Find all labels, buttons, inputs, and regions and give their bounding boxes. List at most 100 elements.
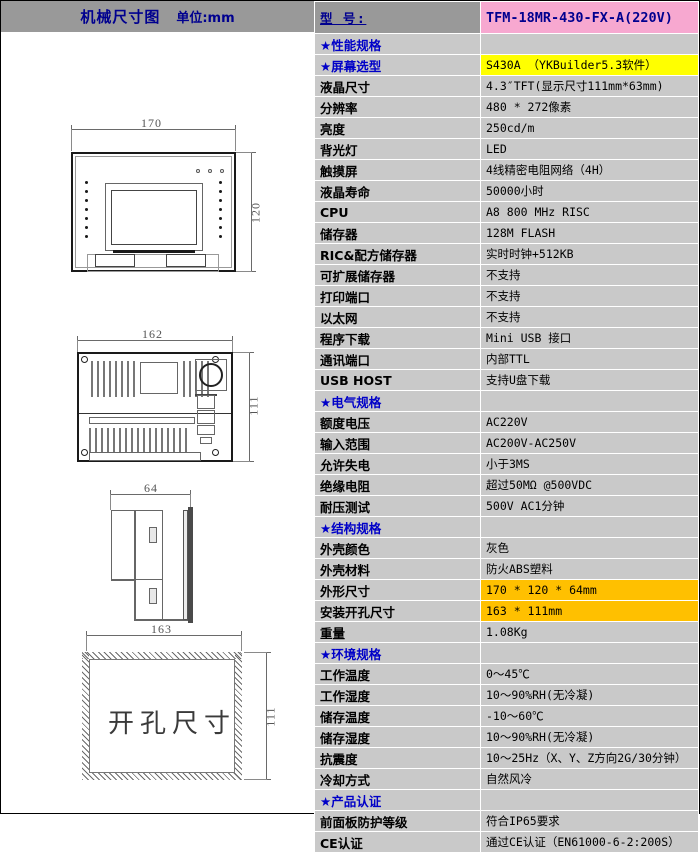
front-width-dimension: 170 xyxy=(141,116,162,130)
model-label: 型 号: xyxy=(314,1,481,34)
spec-row: 允许失电小于3MS xyxy=(314,453,699,475)
spec-value xyxy=(480,33,699,55)
spec-key: 外形尺寸 xyxy=(314,579,481,601)
spec-row: 绝缘电阻超过50MΩ @500VDC xyxy=(314,474,699,496)
spec-row: 外壳材料防火ABS塑料 xyxy=(314,558,699,580)
spec-key: 输入范围 xyxy=(314,432,481,454)
spec-key: 工作温度 xyxy=(314,663,481,685)
spec-row: 冷却方式自然风冷 xyxy=(314,768,699,790)
spec-value: LED xyxy=(480,138,699,160)
spec-section-row: ★性能规格 xyxy=(314,33,699,55)
spec-key: 绝缘电阻 xyxy=(314,474,481,496)
spec-row: 外壳颜色灰色 xyxy=(314,537,699,559)
spec-key: 额度电压 xyxy=(314,411,481,433)
mechanical-drawing-unit: 单位:mm xyxy=(176,11,235,26)
spec-value: 1.08Kg xyxy=(480,621,699,643)
spec-key: ★屏幕选型 xyxy=(314,54,481,76)
spec-value: 163 * 111mm xyxy=(480,600,699,622)
spec-value: 实时时钟+512KB xyxy=(480,243,699,265)
spec-key: USB HOST xyxy=(314,369,481,391)
spec-key: 耐压测试 xyxy=(314,495,481,517)
spec-value xyxy=(480,516,699,538)
spec-value: 不支持 xyxy=(480,264,699,286)
spec-key: 允许失电 xyxy=(314,453,481,475)
spec-value: 超过50MΩ @500VDC xyxy=(480,474,699,496)
spec-value: 不支持 xyxy=(480,306,699,328)
spec-value: 灰色 xyxy=(480,537,699,559)
spec-key: ★产品认证 xyxy=(314,789,481,811)
spec-key: ★电气规格 xyxy=(314,390,481,412)
spec-value: 小于3MS xyxy=(480,453,699,475)
spec-key: 可扩展储存器 xyxy=(314,264,481,286)
spec-value: 50000小时 xyxy=(480,180,699,202)
drawings-area: 170 120 xyxy=(1,32,314,813)
spec-key: ★性能规格 xyxy=(314,33,481,55)
spec-key: 以太网 xyxy=(314,306,481,328)
spec-key: 打印端口 xyxy=(314,285,481,307)
spec-section-row: ★环境规格 xyxy=(314,642,699,664)
spec-key: 液晶尺寸 xyxy=(314,75,481,97)
cutout-label: 开孔尺寸 xyxy=(108,709,237,739)
spec-section-row: ★结构规格 xyxy=(314,516,699,538)
back-width-dimension: 162 xyxy=(142,327,163,341)
spec-key: 液晶寿命 xyxy=(314,180,481,202)
model-row: 型 号: TFM-18MR-430-FX-A(220V) xyxy=(314,1,699,34)
spec-value xyxy=(480,642,699,664)
spec-key: 程序下载 xyxy=(314,327,481,349)
spec-value xyxy=(480,390,699,412)
spec-value: 10～90%RH(无冷凝) xyxy=(480,726,699,748)
cutout-height-dimension: 111 xyxy=(263,706,278,727)
spec-row: 储存温度-10～60℃ xyxy=(314,705,699,727)
side-width-dimension: 64 xyxy=(144,481,158,495)
spec-value: 480 * 272像素 xyxy=(480,96,699,118)
spec-value: -10～60℃ xyxy=(480,705,699,727)
spec-row: 通讯端口内部TTL xyxy=(314,348,699,370)
spec-value xyxy=(480,789,699,811)
spec-key: 分辨率 xyxy=(314,96,481,118)
back-height-dimension: 111 xyxy=(246,395,261,416)
spec-key: ★环境规格 xyxy=(314,642,481,664)
mechanical-drawing-title: 机械尺寸图 xyxy=(80,8,161,26)
spec-value: 10～90%RH(无冷凝) xyxy=(480,684,699,706)
spec-row: CE认证通过CE认证（EN61000-6-2:200S） xyxy=(314,831,699,853)
spec-row: RIC&配方储存器实时时钟+512KB xyxy=(314,243,699,265)
spec-key: CE认证 xyxy=(314,831,481,853)
spec-value: 250cd/m xyxy=(480,117,699,139)
spec-key: 储存温度 xyxy=(314,705,481,727)
spec-value: 自然风冷 xyxy=(480,768,699,790)
spec-key: 触摸屏 xyxy=(314,159,481,181)
spec-section-row: ★产品认证 xyxy=(314,789,699,811)
spec-key: 重量 xyxy=(314,621,481,643)
spec-value: 10～25Hz（X、Y、Z方向2G/30分钟） xyxy=(480,747,699,769)
spec-key: RIC&配方储存器 xyxy=(314,243,481,265)
spec-value: AC220V xyxy=(480,411,699,433)
model-value: TFM-18MR-430-FX-A(220V) xyxy=(480,1,699,34)
spec-key: 工作湿度 xyxy=(314,684,481,706)
spec-value: 500V AC1分钟 xyxy=(480,495,699,517)
spec-row: 打印端口不支持 xyxy=(314,285,699,307)
spec-key: 外壳颜色 xyxy=(314,537,481,559)
cutout-width-dimension: 163 xyxy=(151,622,172,636)
spec-value: A8 800 MHz RISC xyxy=(480,201,699,223)
spec-key: 亮度 xyxy=(314,117,481,139)
spec-key: 通讯端口 xyxy=(314,348,481,370)
spec-value: 通过CE认证（EN61000-6-2:200S） xyxy=(480,831,699,853)
spec-value: 防火ABS塑料 xyxy=(480,558,699,580)
spec-key: 储存器 xyxy=(314,222,481,244)
spec-key: ★结构规格 xyxy=(314,516,481,538)
spec-value: 不支持 xyxy=(480,285,699,307)
